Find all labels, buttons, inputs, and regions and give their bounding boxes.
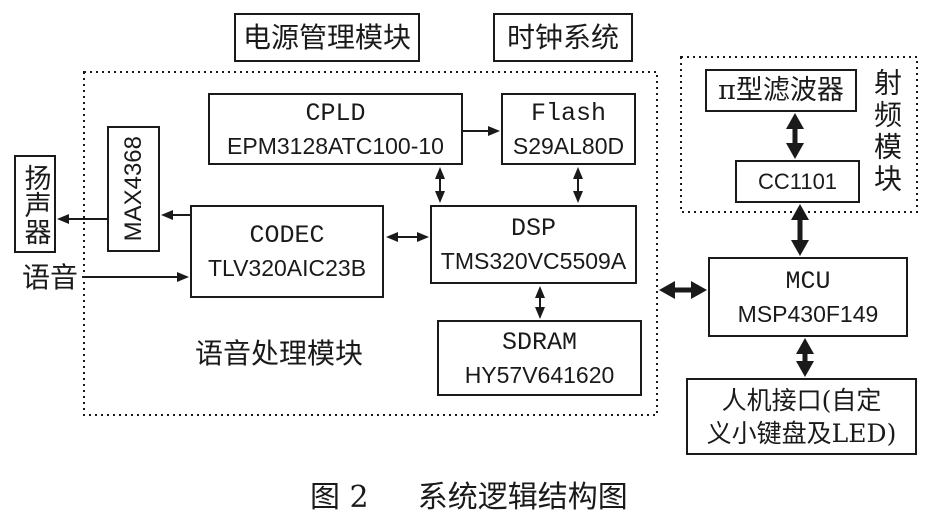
clock-system-label: 时钟系统 xyxy=(506,20,619,54)
rf-module-label: 射频模块 xyxy=(870,68,903,196)
clock-system-block: 时钟系统 xyxy=(493,13,633,62)
power-management-label: 电源管理模块 xyxy=(242,20,411,54)
dsp-block: DSP TMS320VC5509A xyxy=(430,205,637,284)
sdram-part: HY57V641620 xyxy=(464,361,615,388)
transceiver-block: CC1101 xyxy=(735,160,860,203)
flash-name: Flash xyxy=(530,98,606,128)
codec-block: CODEC TLV320AIC23B xyxy=(190,205,384,298)
hmi-label-line1: 人机接口(自定 xyxy=(721,385,882,415)
figure-caption: 图 2 系统逻辑结构图 xyxy=(310,483,628,513)
cpld-part: EPM3128ATC100-10 xyxy=(227,132,444,159)
cpld-name: CPLD xyxy=(305,98,366,128)
mcu-part: MSP430F149 xyxy=(737,300,879,327)
dsp-name: DSP xyxy=(510,214,556,243)
speech-module-label: 语音处理模块 xyxy=(195,337,364,370)
codec-name: CODEC xyxy=(249,221,325,250)
cpld-block: CPLD EPM3128ATC100-10 xyxy=(208,93,463,165)
figure-number: 图 2 xyxy=(310,480,369,515)
speech-module-boundary xyxy=(83,71,658,416)
codec-part: TLV320AIC23B xyxy=(207,255,367,281)
mcu-block: MCU MSP430F149 xyxy=(708,257,908,337)
amplifier-block: MAX4368 xyxy=(107,126,160,252)
flash-block: Flash S29AL80D xyxy=(501,93,636,165)
rf-module-boundary xyxy=(680,56,918,213)
hmi-label-line2: 义小键盘及LED) xyxy=(706,418,897,448)
hmi-block: 人机接口(自定 义小键盘及LED) xyxy=(686,378,917,455)
sdram-block: SDRAM HY57V641620 xyxy=(437,320,642,396)
transceiver-label: CC1101 xyxy=(757,168,838,194)
dsp-part: TMS320VC5509A xyxy=(440,248,627,274)
pi-filter-label: π型滤波器 xyxy=(718,75,844,106)
flash-part: S29AL80D xyxy=(512,132,625,159)
power-management-block: 电源管理模块 xyxy=(234,13,420,62)
mcu-name: MCU xyxy=(785,266,831,296)
pi-filter-block: π型滤波器 xyxy=(705,69,857,112)
sdram-name: SDRAM xyxy=(501,327,577,357)
voice-input-label: 语音 xyxy=(22,261,79,294)
speaker-block: 扬声器 xyxy=(14,155,56,253)
speaker-label: 扬声器 xyxy=(19,163,51,245)
amplifier-part: MAX4368 xyxy=(119,136,147,242)
figure-title: 系统逻辑结构图 xyxy=(417,480,628,515)
